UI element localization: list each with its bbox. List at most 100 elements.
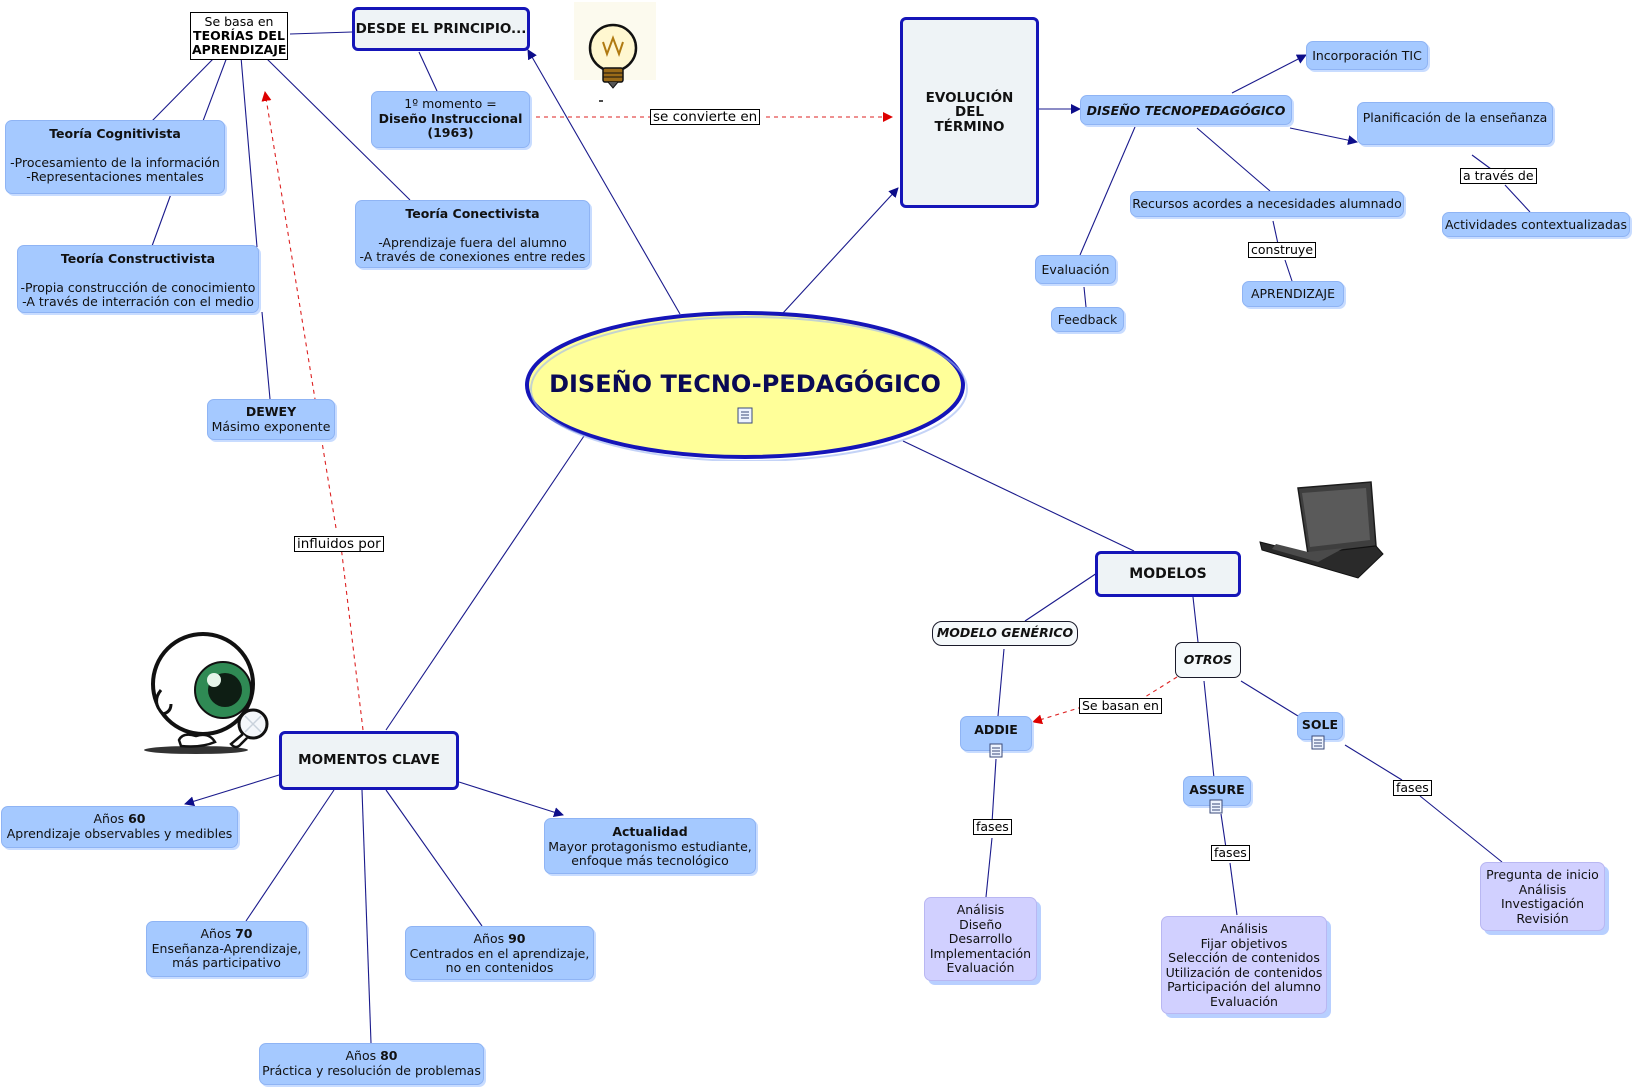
fase-item: Selección de contenidos xyxy=(1168,950,1320,965)
diseno-tecnopedagogico-node[interactable]: DISEÑO TECNOPEDAGÓGICO xyxy=(1080,95,1292,125)
header-momentos-clave[interactable]: MOMENTOS CLAVE xyxy=(279,731,459,790)
anos-prefix: Años xyxy=(93,811,129,826)
node-title: Años 70 xyxy=(147,926,306,942)
feedback-node[interactable]: Feedback xyxy=(1051,307,1124,332)
teorias-line: Se basa en xyxy=(204,14,274,29)
node-title: Teoría Conectivista xyxy=(405,206,540,221)
node-line: -Procesamiento de la información xyxy=(10,154,220,170)
fase-item: Fijar objetivos xyxy=(1200,935,1288,951)
dewey-node[interactable]: DEWEY Másimo exponente xyxy=(207,399,335,440)
fase-item: Desarrollo xyxy=(948,931,1013,946)
primer-momento-line: (1963) xyxy=(427,125,474,140)
lightbulb-icon xyxy=(574,2,656,102)
sole-fases-node[interactable]: Pregunta de inicio Análisis Investigació… xyxy=(1480,862,1605,931)
actualidad-node[interactable]: Actualidad Mayor protagonismo estudiante… xyxy=(544,818,756,874)
link-label-fases-assure: fases xyxy=(1211,845,1250,861)
anos-year: 60 xyxy=(128,811,146,826)
anos-prefix: Años xyxy=(200,926,236,941)
recursos-node[interactable]: Recursos acordes a necesidades alumnado xyxy=(1130,191,1404,217)
node-line: -A través de interración con el medio xyxy=(22,294,254,309)
fase-item: Análisis xyxy=(1518,881,1567,897)
node-title: Teoría Constructivista xyxy=(60,251,216,266)
node-title: ADDIE xyxy=(974,722,1018,737)
teoria-cognitivista-node[interactable]: Teoría Cognitivista -Procesamiento de la… xyxy=(5,120,225,194)
node-title: Teoría Cognitivista xyxy=(49,126,181,141)
link-label-se-basan-en: Se basan en xyxy=(1079,698,1162,714)
link-label-fases-addie: fases xyxy=(973,819,1012,835)
link-label-construye: construye xyxy=(1248,242,1317,258)
node-line: Mayor protagonismo estudiante, xyxy=(548,838,752,854)
header-desde-el-principio[interactable]: DESDE EL PRINCIPIO... xyxy=(352,7,530,51)
node-line: Enseñanza-Aprendizaje, xyxy=(151,940,302,956)
header-evolucion-del-termino[interactable]: EVOLUCIÓN DEL TÉRMINO xyxy=(900,17,1039,208)
link-label-a-traves-de: a través de xyxy=(1460,168,1537,184)
node-title: SOLE xyxy=(1301,717,1339,732)
header-modelos[interactable]: MODELOS xyxy=(1095,551,1241,597)
primer-momento-line: Diseño Instruccional xyxy=(378,110,523,126)
aprendizaje-node[interactable]: APRENDIZAJE xyxy=(1242,281,1344,307)
node-title: Años 60 xyxy=(2,811,237,827)
otros-node[interactable]: OTROS xyxy=(1175,642,1241,678)
eyeball-magnifier-icon xyxy=(144,632,269,754)
fase-item: Participación del alumno xyxy=(1167,979,1321,994)
link-label-se-convierte-en: se convierte en xyxy=(650,109,761,125)
assure-document-icon[interactable] xyxy=(1209,799,1223,814)
central-topic[interactable] xyxy=(522,309,968,461)
fase-item: Diseño xyxy=(959,916,1002,932)
teorias-line: TEORÍAS DEL xyxy=(193,28,285,43)
fase-item: Análisis xyxy=(1220,921,1268,936)
header-evolucion-line: TÉRMINO xyxy=(934,118,1005,135)
assure-fases-node[interactable]: Análisis Fijar objetivos Selección de co… xyxy=(1161,916,1327,1014)
fase-item: Investigación xyxy=(1500,896,1585,911)
anos-90-node[interactable]: Años 90 Centrados en el aprendizaje, no … xyxy=(405,926,594,980)
anos-year: 90 xyxy=(508,931,526,946)
anos-70-node[interactable]: Años 70 Enseñanza-Aprendizaje, más parti… xyxy=(146,921,307,977)
node-line: -Propia construcción de conocimiento xyxy=(20,279,256,295)
node-line: no en contenidos xyxy=(445,960,554,975)
fase-item: Implementación xyxy=(929,945,1032,961)
sole-document-icon[interactable] xyxy=(1311,735,1325,750)
addie-node[interactable]: ADDIE xyxy=(960,716,1032,751)
teorias-line: APRENDIZAJE xyxy=(192,42,287,57)
teoria-constructivista-node[interactable]: Teoría Constructivista -Propia construcc… xyxy=(17,245,259,313)
incorporacion-tic-node[interactable]: Incorporación TIC xyxy=(1306,41,1428,70)
modelo-generico-node[interactable]: MODELO GENÉRICO xyxy=(932,621,1078,646)
header-evolucion-line: EVOLUCIÓN xyxy=(925,89,1014,106)
node-title: Actualidad xyxy=(612,824,688,839)
anos-80-node[interactable]: Años 80 Práctica y resolución de problem… xyxy=(259,1043,484,1085)
node-line: -A través de conexiones entre redes xyxy=(359,249,586,264)
node-title: Años 90 xyxy=(406,931,593,947)
node-line: -Aprendizaje fuera del alumno xyxy=(378,234,567,250)
anos-60-node[interactable]: Años 60 Aprendizaje observables y medibl… xyxy=(1,806,238,848)
fase-item: Evaluación xyxy=(1210,993,1278,1009)
planificacion-node[interactable]: Planificación de la enseñanza xyxy=(1357,102,1553,145)
node-line: Práctica y resolución de problemas xyxy=(262,1062,481,1078)
link-label-fases-sole: fases xyxy=(1393,780,1432,796)
link-label-influidos-por: influidos por xyxy=(294,536,384,552)
node-line: más participativo xyxy=(172,955,281,970)
laptop-icon xyxy=(1259,481,1384,579)
primer-momento-node[interactable]: 1º momento = Diseño Instruccional (1963) xyxy=(371,91,530,148)
node-line: Aprendizaje observables y medibles xyxy=(6,825,233,841)
node-line: Centrados en el aprendizaje, xyxy=(409,945,590,961)
anos-year: 70 xyxy=(235,926,253,941)
addie-fases-node[interactable]: Análisis Diseño Desarrollo Implementació… xyxy=(924,897,1037,981)
addie-document-icon[interactable] xyxy=(989,743,1003,758)
teoria-conectivista-node[interactable]: Teoría Conectivista -Aprendizaje fuera d… xyxy=(355,200,590,268)
fase-item: Utilización de contenidos xyxy=(1165,964,1323,980)
fase-item: Evaluación xyxy=(946,960,1015,975)
primer-momento-line: 1º momento = xyxy=(404,96,497,111)
actividades-node[interactable]: Actividades contextualizadas xyxy=(1442,212,1630,237)
node-line: enfoque más tecnológico xyxy=(571,853,729,868)
anos-prefix: Años xyxy=(473,931,509,946)
document-icon[interactable] xyxy=(737,407,753,424)
node-title: DEWEY xyxy=(245,404,297,419)
node-line: -Representaciones mentales xyxy=(26,169,204,184)
anos-year: 80 xyxy=(380,1048,398,1063)
teorias-del-aprendizaje-label: Se basa en TEORÍAS DEL APRENDIZAJE xyxy=(190,12,288,60)
node-title: ASSURE xyxy=(1189,782,1245,797)
node-line: Másimo exponente xyxy=(211,418,331,434)
central-topic-label: DISEÑO TECNO-PEDAGÓGICO xyxy=(549,370,941,398)
evaluacion-node[interactable]: Evaluación xyxy=(1035,255,1116,284)
